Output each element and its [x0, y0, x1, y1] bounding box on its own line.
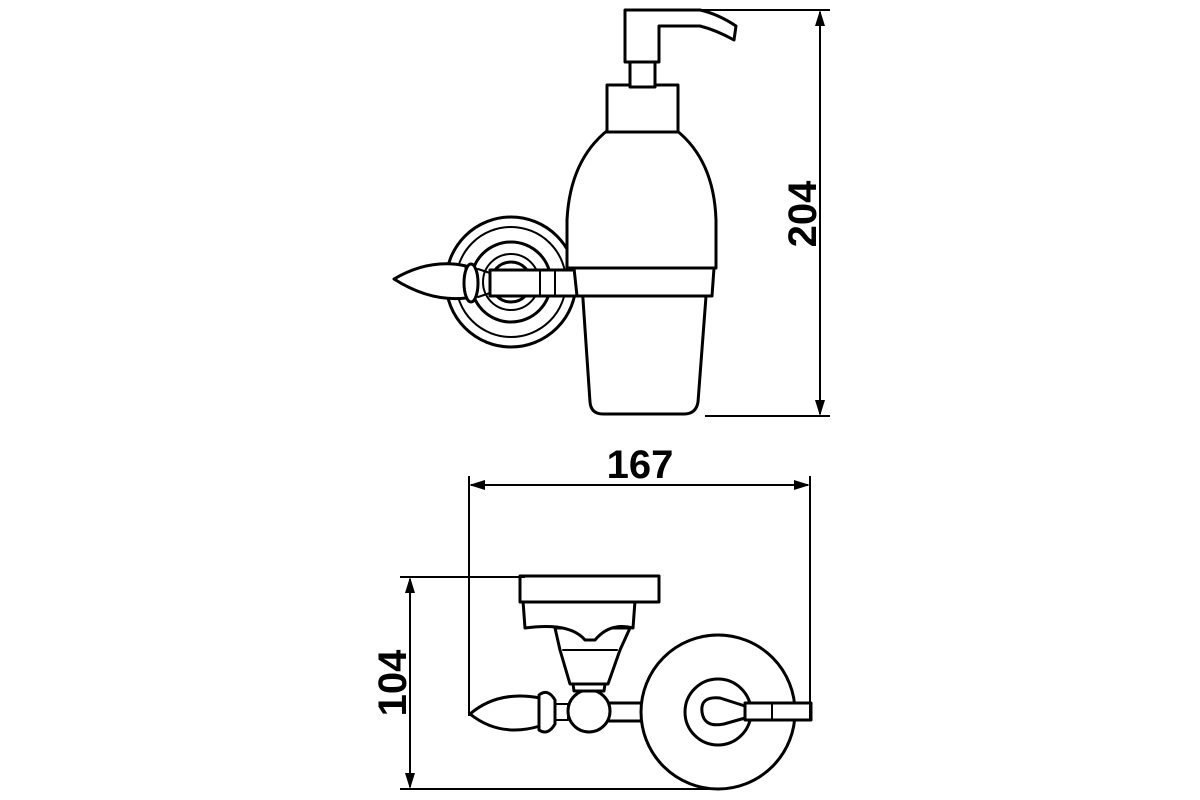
- depth-dimension-label: 104: [371, 649, 415, 716]
- top-clip-loop: [700, 696, 813, 727]
- top-tray: [518, 574, 661, 604]
- front-leaf-knob: [392, 262, 491, 304]
- width-dimension-label: 167: [607, 443, 674, 487]
- front-pump-head: [623, 8, 738, 89]
- top-leaf-knob: [468, 690, 569, 734]
- top-ball-joint: [566, 688, 612, 734]
- top-holder-neck: [521, 599, 637, 693]
- width-dimension: 167: [468, 443, 811, 720]
- height-dimension-label: 204: [781, 180, 825, 247]
- top-view: 167 104: [371, 443, 813, 791]
- depth-dimension: 104: [371, 576, 720, 790]
- height-dimension: 204: [660, 9, 830, 417]
- front-view: 204: [392, 8, 830, 417]
- front-support-arm: [488, 268, 584, 298]
- front-dispenser-bottle: [565, 83, 718, 270]
- front-glass-container: [579, 268, 710, 416]
- front-holder-ring: [572, 266, 716, 298]
